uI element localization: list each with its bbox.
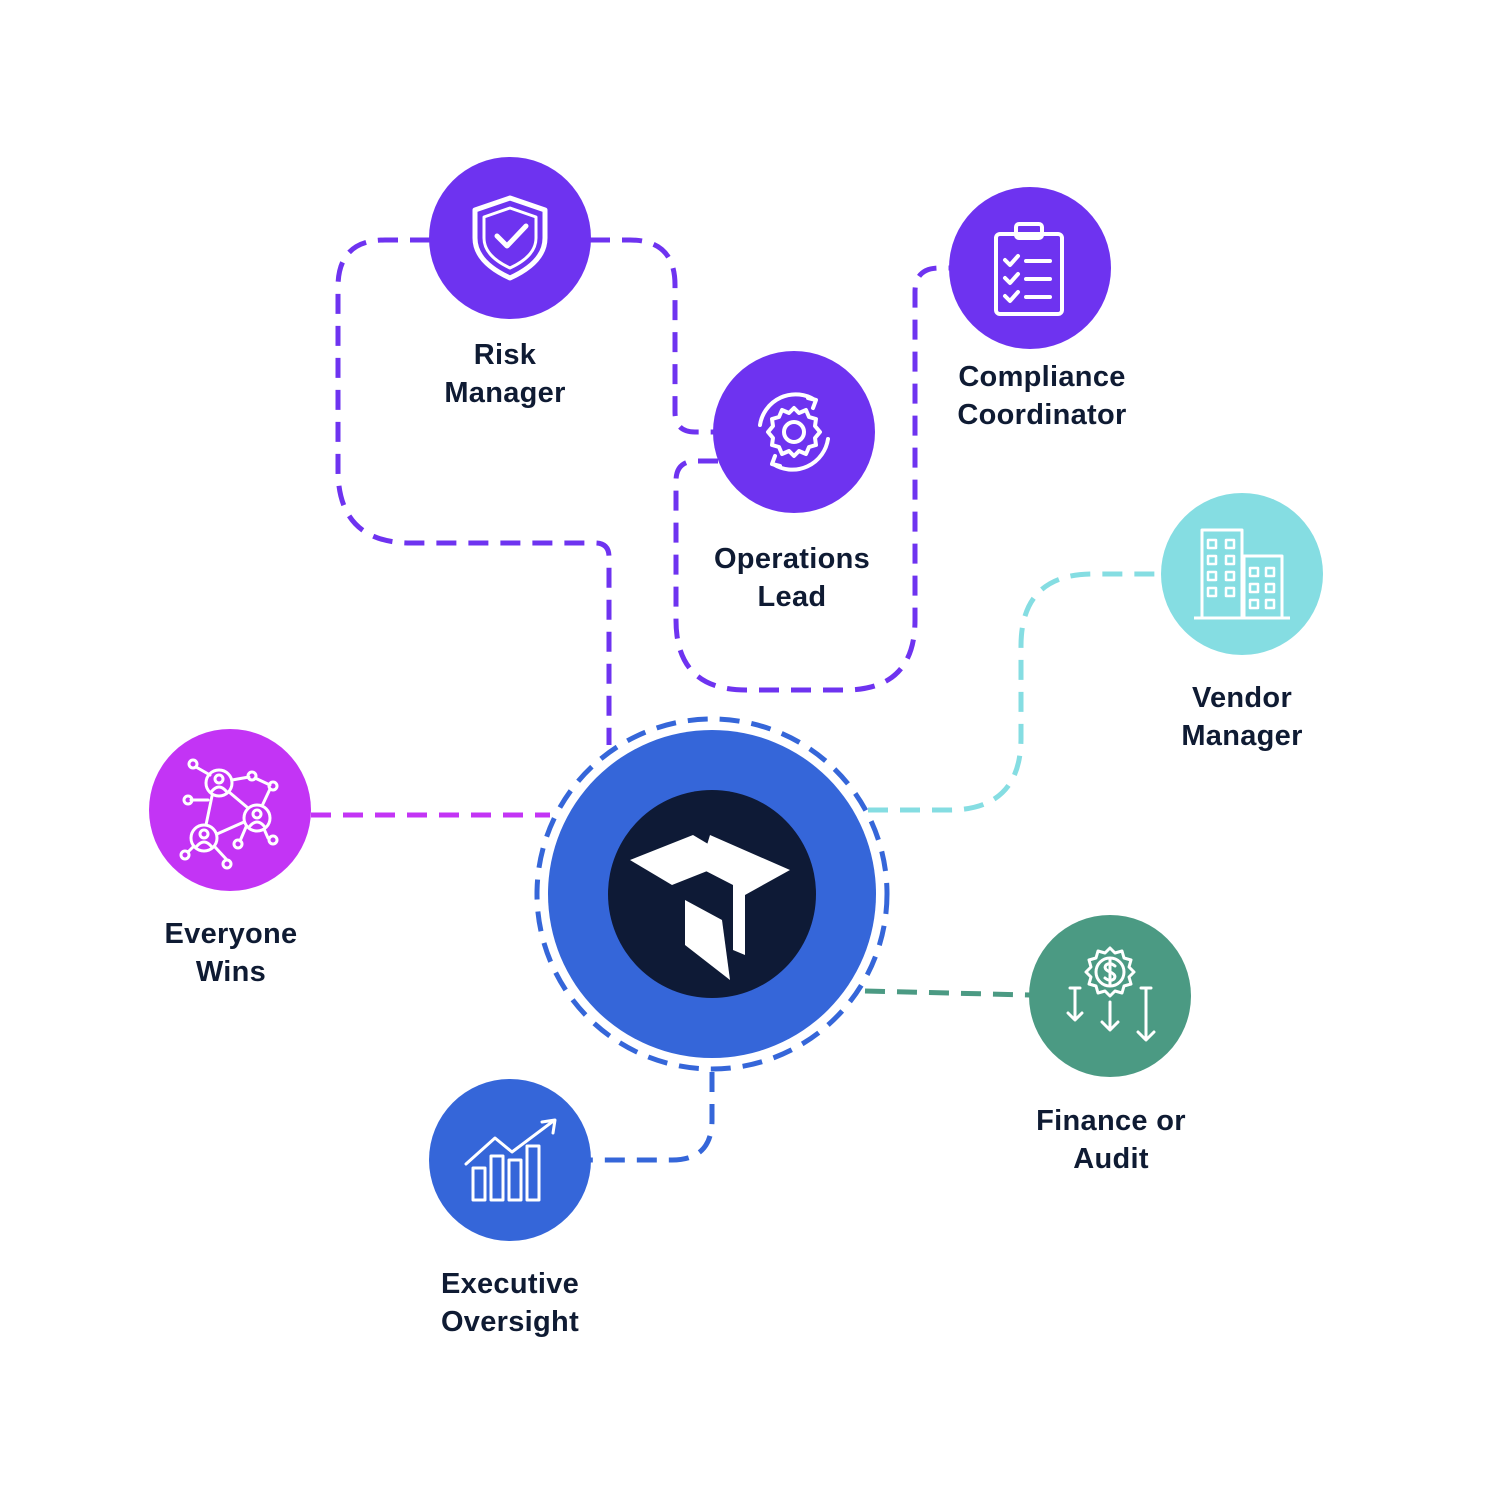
shield-check-icon	[472, 195, 548, 281]
label-compliance-coordinator-line1: Compliance	[958, 361, 1126, 393]
node-finance-or-audit	[1029, 915, 1191, 1077]
label-everyone-wins: Everyone Wins	[101, 915, 361, 991]
node-vendor-manager	[1161, 493, 1323, 655]
connector-finance-center	[864, 988, 1031, 998]
label-executive-oversight-line2: Oversight	[440, 1306, 580, 1338]
gear-cycle-icon	[758, 392, 830, 472]
label-compliance-coordinator-line2: Coordinator	[957, 399, 1127, 431]
label-risk-manager: Risk Manager	[375, 336, 635, 412]
connector-risk-manager-center	[335, 237, 612, 745]
label-executive-oversight: Executive Oversight	[380, 1265, 640, 1341]
label-vendor-manager: Vendor Manager	[1112, 679, 1372, 755]
node-compliance-coordinator	[949, 187, 1111, 349]
node-operations-lead	[713, 351, 875, 513]
label-operations-lead-line2: Lead	[757, 581, 827, 613]
node-everyone-wins	[149, 729, 311, 891]
label-vendor-manager-line2: Manager	[1181, 720, 1303, 752]
node-executive-oversight	[429, 1079, 591, 1241]
connector-risk-manager-operations	[590, 237, 714, 435]
label-everyone-wins-line2: Wins	[195, 956, 267, 988]
growth-chart-icon	[464, 1118, 557, 1202]
label-operations-lead-line1: Operations	[713, 543, 871, 575]
connector-operations-center	[673, 265, 950, 693]
label-risk-manager-line2: Manager	[444, 377, 566, 409]
label-everyone-wins-line1: Everyone	[164, 918, 298, 950]
brand-logo-icon	[630, 835, 790, 980]
label-operations-lead: Operations Lead	[662, 540, 922, 616]
clipboard-checklist-icon	[994, 222, 1064, 316]
label-compliance-coordinator: Compliance Coordinator	[912, 358, 1172, 434]
label-risk-manager-line1: Risk	[473, 339, 537, 371]
dollar-gear-arrows-icon	[1066, 946, 1156, 1042]
network-people-icon	[179, 758, 279, 870]
label-vendor-manager-line1: Vendor	[1191, 682, 1293, 714]
buildings-icon	[1194, 528, 1290, 620]
label-finance-or-audit: Finance or Audit	[981, 1102, 1241, 1178]
center-hub	[534, 716, 890, 1072]
connector-executive-center	[590, 1072, 715, 1163]
label-executive-oversight-line1: Executive	[440, 1268, 580, 1300]
node-risk-manager	[429, 157, 591, 319]
label-finance-or-audit-line1: Finance or	[1036, 1105, 1186, 1137]
connector-vendor-center	[868, 571, 1162, 813]
label-finance-or-audit-line2: Audit	[1073, 1143, 1149, 1175]
